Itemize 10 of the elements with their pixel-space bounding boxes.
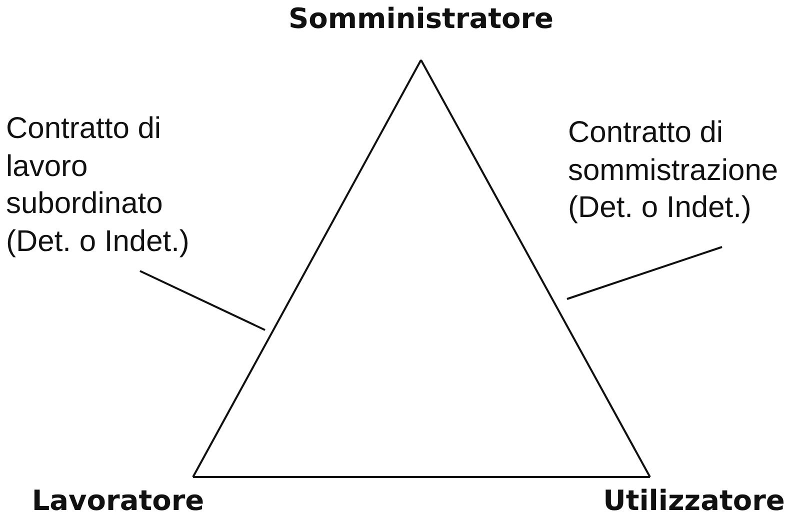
triangle-side: [193, 476, 650, 478]
triangle-side: [420, 60, 651, 478]
party-label: Lavoratore: [32, 484, 204, 517]
leader-line: [566, 246, 722, 300]
leader-line: [140, 270, 266, 331]
party-label: Utilizzatore: [603, 484, 785, 517]
contract-label: Contratto di sommistrazione (Det. o Indet.): [568, 115, 780, 226]
contract-label: Contratto di lavoro subordinato (Det. o Indet.): [6, 111, 190, 260]
triangle-side: [192, 60, 422, 478]
party-label: Somministratore: [288, 2, 554, 35]
